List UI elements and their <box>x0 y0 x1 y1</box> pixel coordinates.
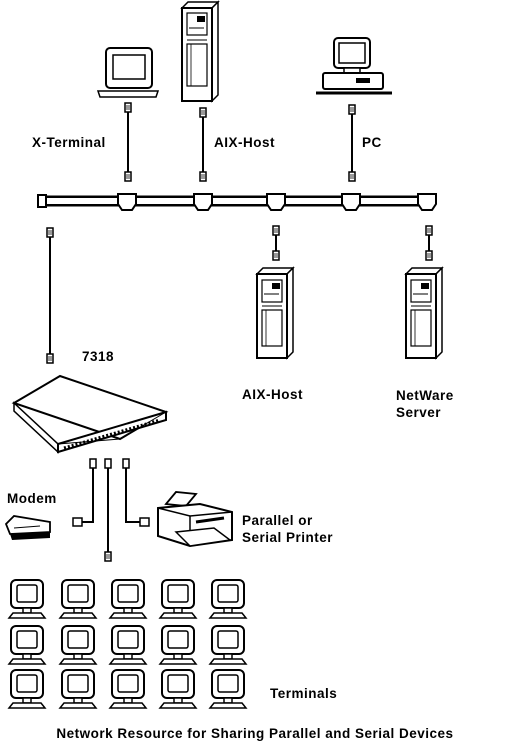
netware-label-line2: Server <box>396 405 442 420</box>
terminals-label: Terminals <box>270 686 338 701</box>
pc-label: PC <box>362 135 382 150</box>
aix-host-bottom-label: AIX-Host <box>242 387 303 402</box>
pc-icon <box>316 37 392 95</box>
netware-server-cable <box>425 225 433 261</box>
aix-host-top-cable <box>199 107 207 182</box>
modem-icon <box>4 515 51 540</box>
aix-host-bottom-icon <box>256 267 294 359</box>
device-7318-icon <box>11 374 169 454</box>
modem-label: Modem <box>7 491 57 506</box>
x-terminal-icon <box>96 47 160 98</box>
x-terminal-label: X-Terminal <box>32 135 106 150</box>
aix-host-top-icon <box>180 0 220 103</box>
printer-label-line1: Parallel or <box>242 513 313 528</box>
device-7318-ports <box>89 458 130 469</box>
cable-7318 <box>46 227 54 364</box>
terminals-cable <box>104 468 112 562</box>
aix-host-top-label: AIX-Host <box>214 135 275 150</box>
printer-icon <box>157 491 233 548</box>
modem-cable <box>72 468 94 527</box>
network-bus <box>37 193 437 211</box>
device-7318-label: 7318 <box>82 349 115 364</box>
netware-label-line1: NetWare <box>396 388 454 403</box>
terminal-grid <box>8 579 247 709</box>
pc-cable <box>348 104 356 182</box>
x-terminal-cable <box>124 102 132 182</box>
aix-host-bottom-cable <box>272 225 280 261</box>
netware-server-icon <box>405 267 443 359</box>
figure-caption: Network Resource for Sharing Parallel an… <box>56 726 454 741</box>
printer-label-line2: Serial Printer <box>242 530 334 545</box>
printer-cable <box>125 468 150 527</box>
